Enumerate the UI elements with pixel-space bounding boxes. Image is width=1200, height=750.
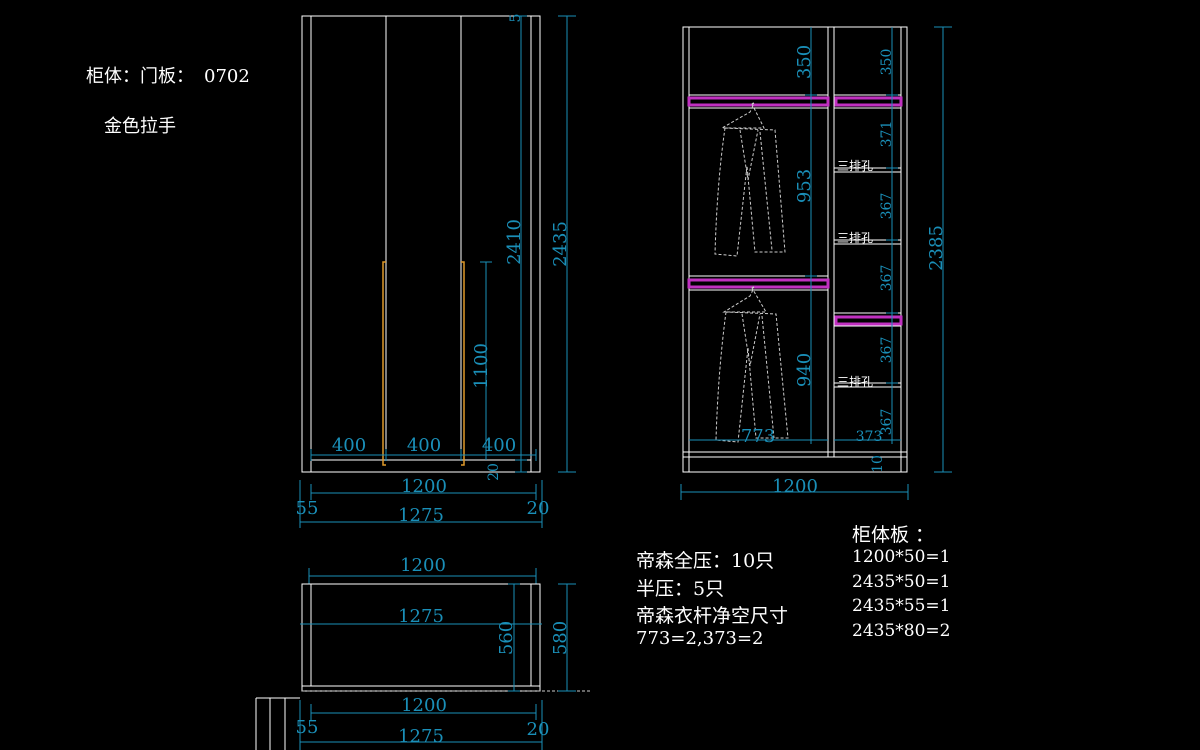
gold-handle-1 [382,261,386,466]
cabinet-door-label: 柜体：门板： 0702 [86,62,250,88]
dim-door-width-2: 400 [407,435,441,456]
rail-title-note: 帝森衣杆净空尺寸 [636,605,789,627]
dim-plan-width-top: 1200 [400,555,446,576]
label-drilling-2: 三排孔 [837,231,873,245]
rail-left-bottom [687,278,830,289]
interior-outline [682,26,908,473]
coat-hanger-icon [715,286,789,443]
cabinet-door-code: 0702 [204,66,250,87]
dim-right-section-1: 350 [879,49,895,76]
panel-spec-2: 2435*50=1 [852,572,951,592]
panel-spec-1: 1200*50=1 [852,547,951,567]
dim-plan-right-extra: 20 [527,719,550,740]
rail-right-top [834,96,903,107]
dim-handle-height: 1100 [471,343,492,389]
dim-left-section-1: 350 [794,45,815,79]
dim-top-gap: 5 [508,14,524,23]
hinge-half-note: 半压：5只 [636,578,725,600]
handle-note: 金色拉手 [104,116,176,137]
dim-rail-left: 773 [741,426,775,447]
rail-right-bottom [834,315,903,326]
dim-door-width-3: 400 [482,435,516,456]
dim-right-section-6: 367 [879,409,895,436]
dim-right-section-4: 367 [879,265,895,292]
dim-right-extra: 20 [527,498,550,519]
dim-right-section-5: 367 [879,337,895,364]
dim-door-height: 2410 [504,219,525,265]
dim-left-section-2: 953 [794,169,815,203]
dim-right-section-2: 371 [879,121,895,148]
gold-handle-2 [461,261,465,466]
dim-left-section-3: 940 [794,353,815,387]
panel-spec-3: 2435*55=1 [852,596,951,616]
dim-rail-right: 373 [856,429,883,445]
dim-base-gap: 10 [870,455,886,473]
cabinet-door-label-text: 柜体：门板： [86,66,194,87]
dim-plan-inner-depth: 560 [496,621,517,655]
label-drilling-3: 三排孔 [837,375,873,389]
dim-bottom-gap: 20 [486,463,502,481]
dim-right-section-3: 367 [879,193,895,220]
front-elevation: 400 400 400 1100 2410 5 20 2435 1200 55 … [296,14,576,528]
plan-view: 1200 1275 560 580 1200 55 20 1275 [255,555,590,750]
dim-overall-width: 1275 [398,505,444,526]
rail-left-top [687,96,830,107]
plan-outline [301,583,541,692]
dim-plan-left-extra: 55 [296,717,319,738]
dim-plan-outer-depth: 580 [550,621,571,655]
dim-left-extra: 55 [296,498,319,519]
dim-interior-width: 1200 [772,476,818,497]
dim-door-width-1: 400 [332,435,366,456]
panel-title-note: 柜体板 ： [852,524,935,546]
panel-spec-4: 2435*80=2 [852,621,951,641]
coat-hanger-icon [714,102,786,257]
dim-total-height: 2435 [550,221,571,267]
hinge-full-note: 帝森全压：10只 [636,550,775,572]
dim-plan-overall-top: 1275 [398,606,444,627]
label-drilling-1: 三排孔 [837,159,873,173]
dim-width: 1200 [401,476,447,497]
cabinet-outline [301,15,541,473]
dim-interior-height: 2385 [926,225,947,271]
rail-sizes-note: 773=2,373=2 [636,628,764,649]
interior-elevation: 三排孔 三排孔 三排孔 350 953 940 350 371 367 367 … [680,26,952,500]
dim-plan-width-bottom: 1200 [401,695,447,716]
dim-plan-overall-bottom: 1275 [398,726,444,747]
